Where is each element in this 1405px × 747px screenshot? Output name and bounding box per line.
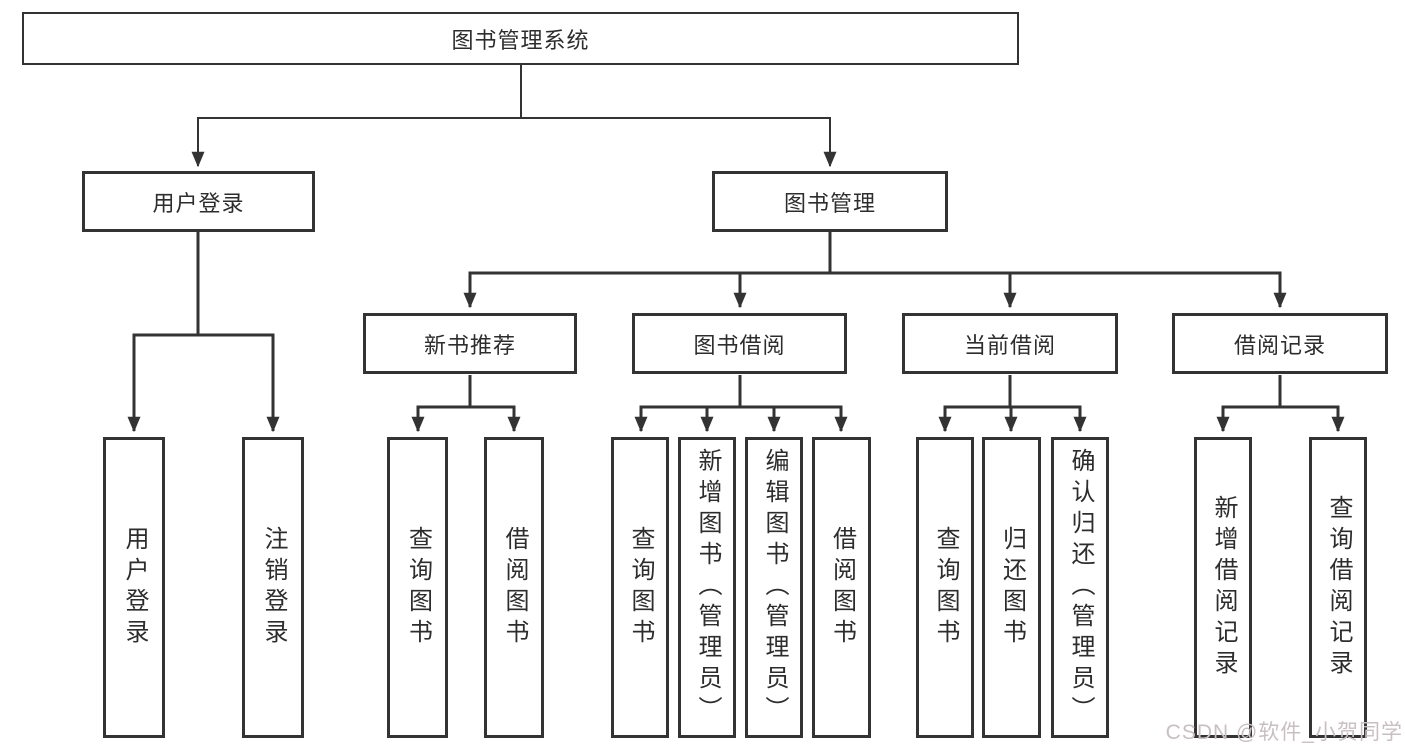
leaf-add-borrow-record: 新增借阅记录 bbox=[1194, 437, 1252, 738]
leaf-confirm-return-admin: 确认归还（管理员） bbox=[1051, 437, 1109, 738]
node-user-login: 用户登录 bbox=[82, 171, 315, 232]
leaf-add-book-admin: 新增图书（管理员） bbox=[678, 437, 736, 738]
leaf-query-books-recommendation: 查询图书 bbox=[387, 437, 448, 738]
node-current-borrowing: 当前借阅 bbox=[902, 313, 1118, 374]
node-new-book-recommendation: 新书推荐 bbox=[363, 313, 577, 374]
leaf-borrow-books-borrowing: 借阅图书 bbox=[812, 437, 871, 738]
node-book-management: 图书管理 bbox=[712, 171, 948, 232]
watermark: CSDN @软件_小贺同学 bbox=[1165, 721, 1403, 744]
leaf-logout: 注销登录 bbox=[242, 437, 304, 738]
leaf-return-books: 归还图书 bbox=[982, 437, 1041, 738]
leaf-query-books-current: 查询图书 bbox=[916, 437, 974, 738]
leaf-edit-book-admin: 编辑图书（管理员） bbox=[745, 437, 803, 738]
leaf-user-login: 用户登录 bbox=[103, 437, 165, 738]
node-book-management-system: 图书管理系统 bbox=[22, 12, 1019, 65]
node-book-borrowing: 图书借阅 bbox=[632, 313, 847, 374]
connector-book-borrowing bbox=[634, 375, 848, 433]
connector-book-management bbox=[463, 232, 1287, 309]
connector-current-borrowing bbox=[938, 375, 1087, 433]
connector-new-book-recommendation bbox=[411, 375, 521, 433]
leaf-borrow-books-recommendation: 借阅图书 bbox=[484, 437, 544, 738]
leaf-query-borrow-record: 查询借阅记录 bbox=[1309, 437, 1367, 738]
connector-root bbox=[191, 65, 837, 168]
connector-user-login bbox=[127, 232, 280, 433]
node-borrowing-records: 借阅记录 bbox=[1172, 313, 1388, 374]
connector-borrowing-records bbox=[1216, 375, 1345, 433]
leaf-query-books-borrowing: 查询图书 bbox=[611, 437, 669, 738]
